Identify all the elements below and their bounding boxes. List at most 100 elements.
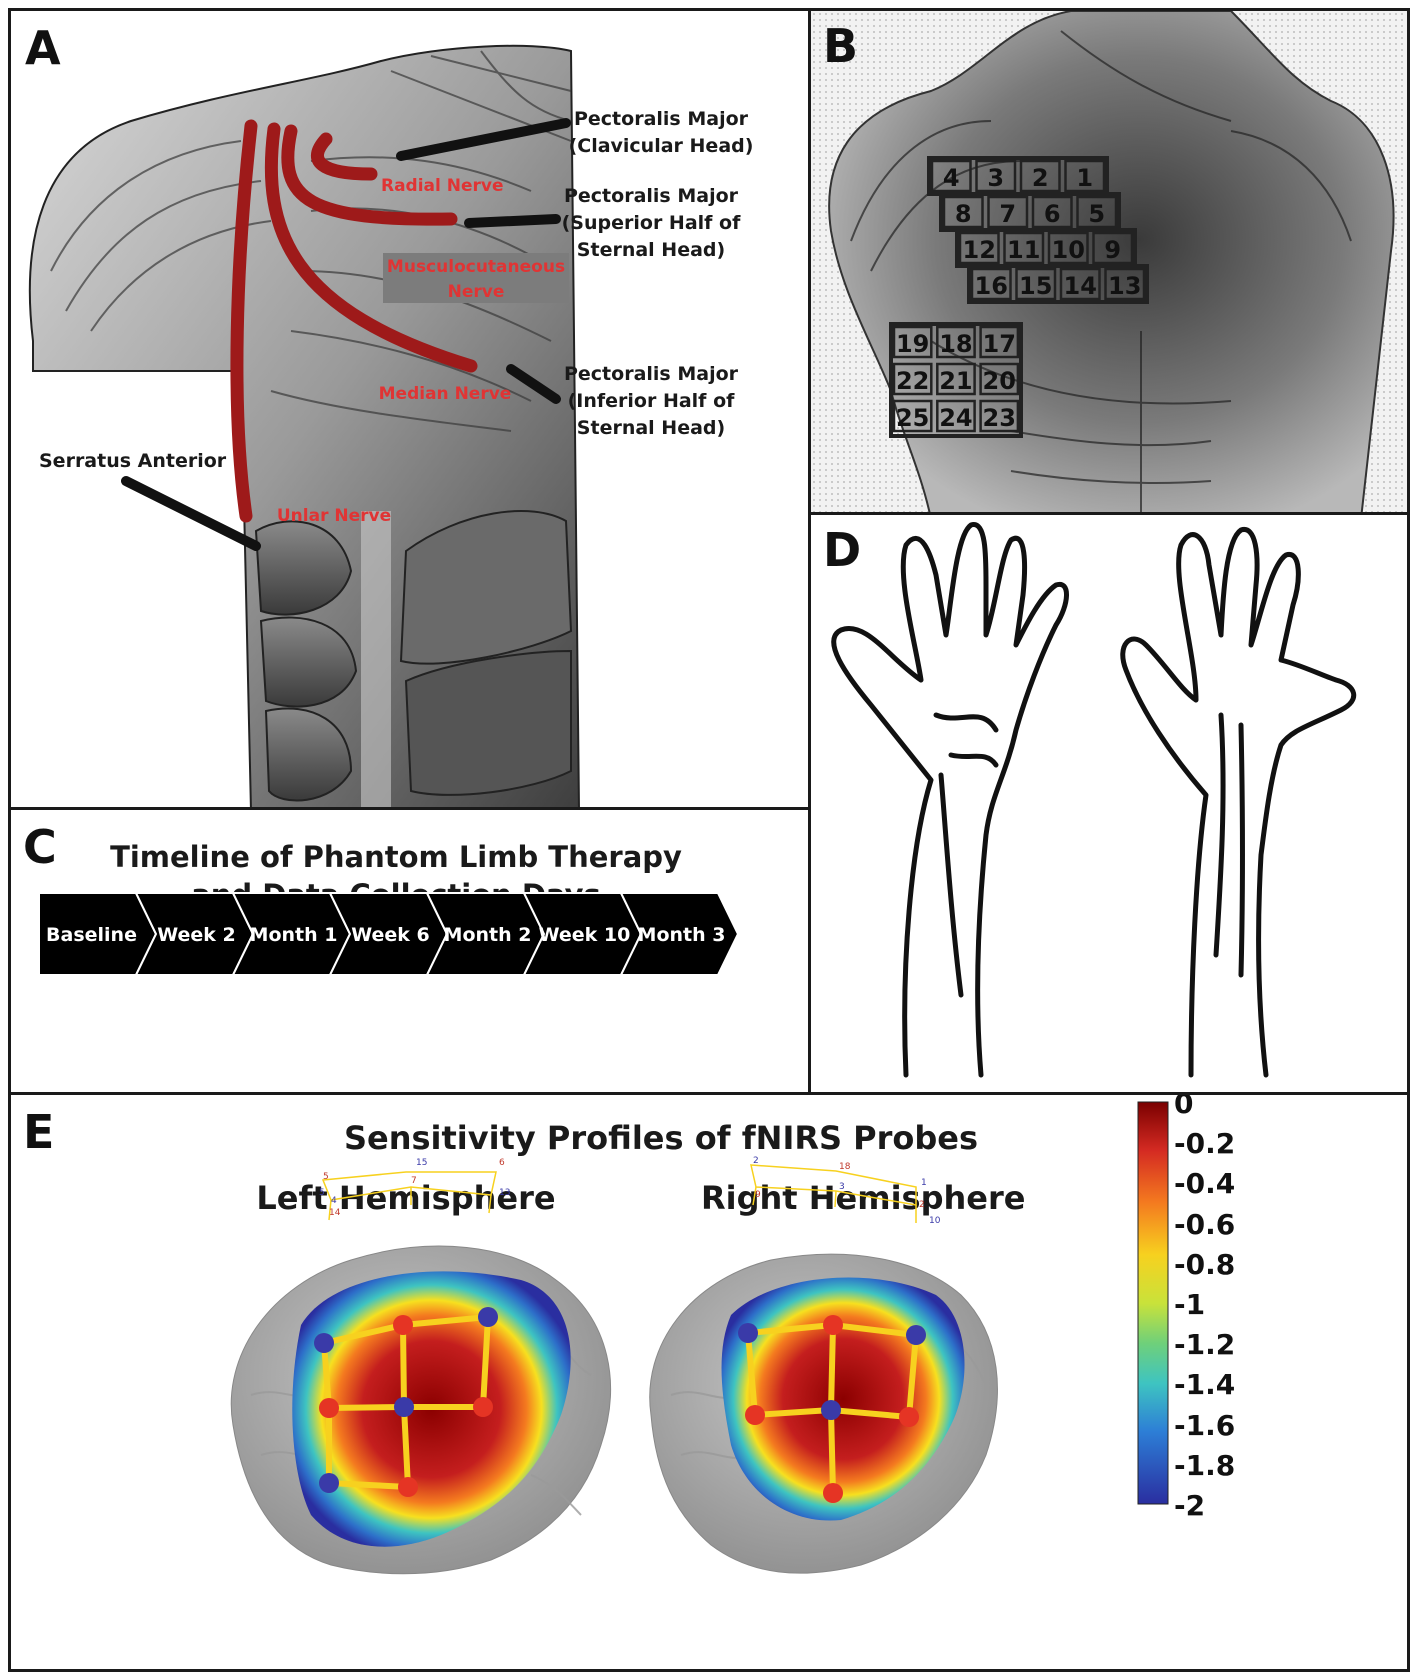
electrode-cell (979, 362, 1020, 396)
electrode-number: 24 (939, 404, 972, 432)
electrode-number: 16 (975, 272, 1008, 300)
panel-letter-e: E (23, 1105, 55, 1159)
callout-line: Serratus Anterior (39, 450, 227, 472)
probe-number: 6 (499, 1158, 505, 1168)
colorbar-tick-label: -0.6 (1174, 1207, 1236, 1241)
electrode-cell (979, 325, 1020, 359)
timeline-step-label: Month 2 (444, 924, 532, 946)
panel-a-chest-anatomy: A Pectoralis Major (Clavicular Head) Pec… (8, 8, 812, 811)
electrode-cell (930, 159, 972, 193)
electrode-number: 12 (963, 236, 996, 264)
probe-number: 5 (319, 1188, 325, 1198)
electrode-number: 18 (939, 330, 972, 358)
colorbar-tick-label: -0.2 (1174, 1127, 1236, 1161)
callout-line: Sternal Head) (576, 239, 726, 261)
electrode-cell (1064, 159, 1106, 193)
electrode-cell (958, 231, 1000, 265)
electrode-number: 22 (896, 367, 929, 395)
electrode-cell (1015, 267, 1057, 301)
probe-number: 10 (929, 1216, 941, 1226)
timeline-step (619, 892, 740, 976)
probe-number: 18 (839, 1162, 851, 1172)
colorbar-tick-label: -1 (1174, 1288, 1206, 1321)
colorbar-tick-label: 0 (1174, 1092, 1194, 1120)
colorbar-tick-label: -0.8 (1174, 1247, 1236, 1281)
nerve-label-radial: Radial Nerve (381, 176, 504, 196)
left-probe-lines (321, 1314, 491, 1490)
colorbar (1137, 1101, 1169, 1505)
colorbar-tick-label: -2 (1174, 1489, 1206, 1522)
electrode-cell (936, 399, 976, 433)
probe-number: 5 (323, 1172, 329, 1182)
electrode-cell (1047, 231, 1089, 265)
torso-illustration (28, 44, 580, 808)
callout-pectoralis-clavicular: Pectoralis Major (Clavicular Head) (561, 106, 761, 160)
electrode-number: 6 (1044, 200, 1061, 228)
electrode-number: 3 (987, 164, 1004, 192)
right-heatmap (721, 1277, 965, 1521)
panel-d-hand-drawings: D (808, 512, 1410, 1096)
electrode-number: 4 (943, 164, 960, 192)
probe-number: 7 (411, 1176, 417, 1186)
probe-number: 14 (329, 1208, 341, 1218)
callout-line: Pectoralis Major (563, 185, 738, 207)
electrode-cell (970, 267, 1012, 301)
left-hand-outline (831, 522, 1069, 1078)
electrode-grid-frames (889, 156, 1149, 438)
callout-line: Pectoralis Major (573, 108, 748, 130)
electrode-number: 25 (896, 404, 929, 432)
lower-torso-muscles (254, 510, 573, 802)
callout-pectoralis-superior-sternal: Pectoralis Major (Superior Half of Stern… (551, 183, 751, 264)
panel-letter-a: A (25, 21, 61, 75)
electrode-number: 7 (999, 200, 1016, 228)
timeline-step-label: Month 1 (250, 924, 338, 946)
electrode-cell (1059, 267, 1101, 301)
electrode-number: 14 (1064, 272, 1097, 300)
electrode-number: 11 (1007, 236, 1040, 264)
callout-line: (Inferior Half of (567, 390, 735, 412)
electrode-cell (942, 195, 984, 229)
probe-number: 3 (839, 1182, 845, 1192)
electrode-number: 23 (983, 404, 1016, 432)
electrode-cell (979, 399, 1020, 433)
colorbar-tick-label: -1.6 (1174, 1408, 1236, 1442)
electrode-cell (1019, 159, 1061, 193)
right-probe-wireframe (750, 1164, 917, 1223)
electrode-cell (892, 399, 933, 433)
left-probe-wireframe (321, 1171, 497, 1221)
callout-serratus-anterior: Serratus Anterior (39, 448, 227, 475)
probe-number: 9 (755, 1190, 761, 1200)
callout-line: Pectoralis Major (563, 363, 738, 385)
nerve-label-musculocutaneous: Musculocutaneous (386, 257, 566, 277)
electrode-number: 19 (896, 330, 929, 358)
electrode-cell (892, 362, 933, 396)
electrode-number: 20 (983, 367, 1016, 395)
electrode-cell (1076, 195, 1118, 229)
panel-letter-c: C (23, 820, 57, 874)
nerve-label-median: Median Nerve (378, 384, 512, 404)
probe-number: 2 (919, 1200, 925, 1210)
timeline-step-label: Baseline (46, 924, 137, 946)
probe-number: 2 (753, 1156, 759, 1166)
callout-lines (121, 118, 571, 551)
probe-number: 15 (416, 1158, 427, 1168)
panel-e-fnirs-sensitivity: E Sensitivity Profiles of fNIRS Probes L… (8, 1092, 1410, 1672)
timeline-step-label: Week 2 (157, 924, 236, 946)
left-hemisphere-label: Left Hemisphere (256, 1179, 556, 1217)
timeline-step-label: Week 10 (539, 924, 631, 946)
colorbar-tick-label: -1.2 (1174, 1328, 1236, 1362)
fnirs-title: Sensitivity Profiles of fNIRS Probes (343, 1119, 979, 1157)
electrode-number: 8 (955, 200, 972, 228)
left-probe-optodes (314, 1307, 498, 1497)
electrode-cell (1003, 231, 1045, 265)
electrode-cell (1104, 267, 1146, 301)
musculocutaneous-label-box (383, 253, 569, 303)
electrode-number: 21 (939, 367, 972, 395)
electrode-number: 9 (1104, 236, 1121, 264)
